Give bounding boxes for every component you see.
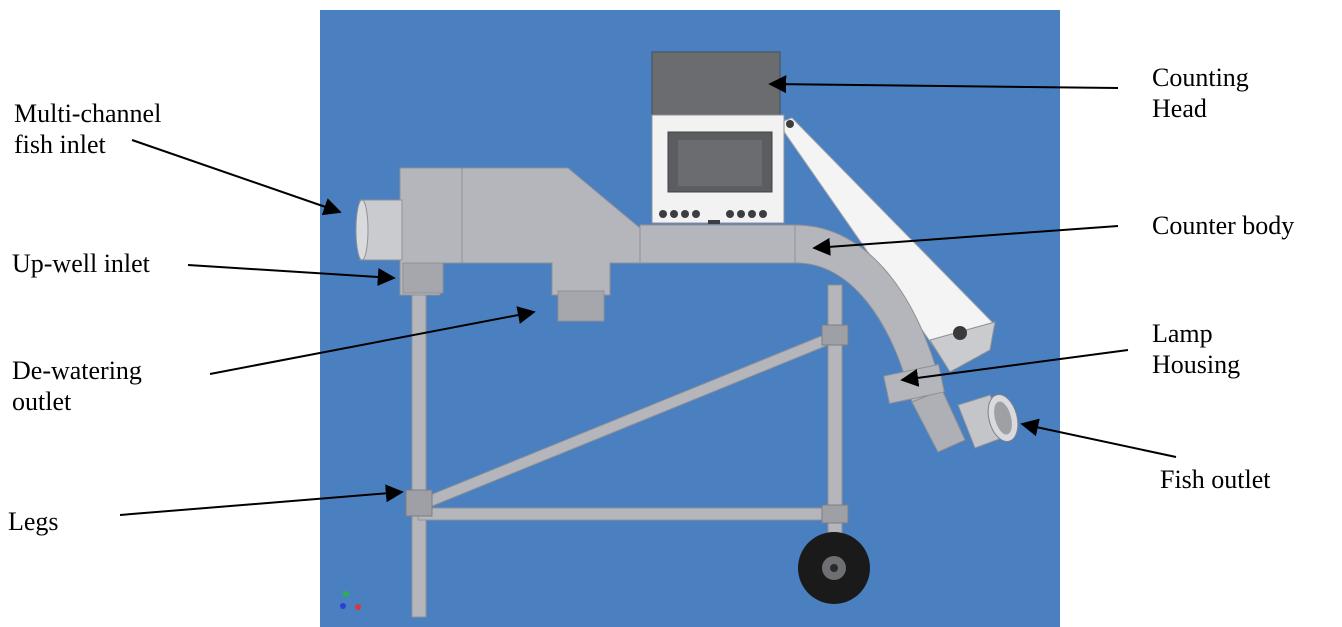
axis-triad <box>340 591 361 610</box>
arrow-fish-outlet <box>1020 418 1177 458</box>
label-de-watering-outlet: De-watering outlet <box>12 356 142 416</box>
label-multi-channel-inlet: Multi-channel fish inlet <box>14 99 162 159</box>
arrow-multi-channel-inlet <box>131 139 342 216</box>
inlet-hopper <box>355 167 641 322</box>
label-fish-outlet: Fish outlet <box>1160 465 1271 494</box>
arrow-legs <box>119 484 404 516</box>
label-legs: Legs <box>8 507 59 536</box>
annotation-arrows <box>119 75 1177 516</box>
fish-outlet-pipe <box>957 394 1019 449</box>
label-counting-head: Counting Head <box>1152 63 1249 123</box>
counting-head <box>651 51 794 224</box>
label-up-well-inlet: Up-well inlet <box>12 249 150 278</box>
counter-body <box>639 224 966 453</box>
arrow-de-watering-outlet <box>209 306 536 375</box>
arrow-lamp-housing <box>900 349 1129 387</box>
arrow-counting-head <box>768 75 1119 94</box>
wheel <box>798 532 870 604</box>
arrow-counter-body <box>812 225 1119 256</box>
bottom-brace <box>417 507 837 521</box>
label-lamp-housing: Lamp Housing <box>1152 319 1241 379</box>
legs-frame <box>405 284 849 618</box>
arrow-up-well-inlet <box>187 264 396 286</box>
label-counter-body: Counter body <box>1152 211 1295 240</box>
